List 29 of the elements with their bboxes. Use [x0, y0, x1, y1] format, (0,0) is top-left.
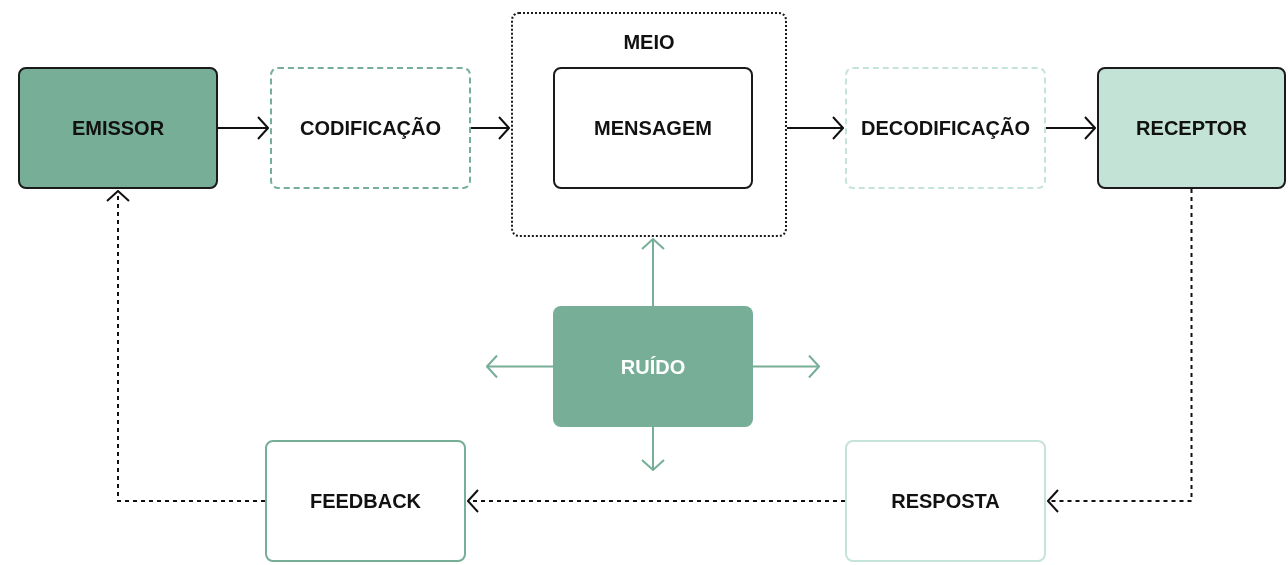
process-box: [553, 67, 753, 189]
process-box: [845, 67, 1046, 189]
arrow: [486, 354, 554, 379]
arrow: [641, 426, 665, 471]
process-box: [270, 67, 471, 189]
arrow: [470, 116, 510, 140]
box-label: RECEPTOR: [1136, 118, 1247, 138]
box-label: EMISSOR: [71, 118, 165, 138]
arrow: [1045, 116, 1096, 140]
box-label: RUÍDO: [620, 356, 686, 377]
arrow: [106, 190, 266, 502]
box-label: MEIO: [623, 32, 675, 52]
arrow: [752, 354, 820, 379]
arrow: [786, 116, 844, 140]
process-box: [18, 67, 218, 189]
box-label: FEEDBACK: [309, 491, 422, 511]
box-label: DECODIFICAÇÃO: [861, 118, 1030, 138]
process-box: [265, 440, 466, 562]
box-label: MENSAGEM: [594, 118, 712, 138]
channel-container: [511, 12, 787, 237]
process-box: [1097, 67, 1286, 189]
arrow: [641, 238, 665, 307]
arrow: [217, 116, 269, 140]
box-label: RESPOSTA: [891, 491, 1000, 511]
box-label: CODIFICAÇÃO: [299, 118, 442, 138]
arrow: [467, 489, 846, 513]
process-box: [553, 306, 753, 427]
arrow: [1047, 188, 1193, 513]
process-box: [845, 440, 1046, 562]
